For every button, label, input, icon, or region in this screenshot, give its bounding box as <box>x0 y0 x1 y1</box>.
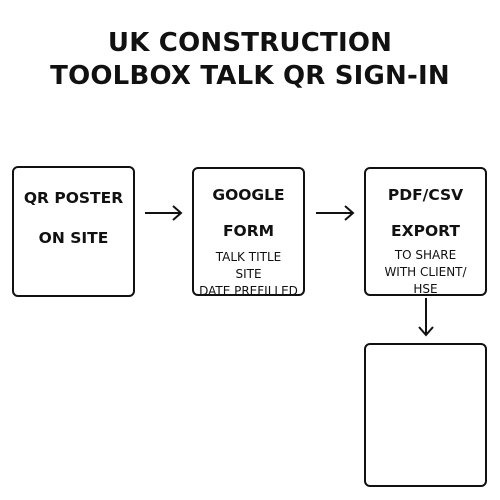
diagram-title: UK CONSTRUCTION TOOLBOX TALK QR SIGN-IN <box>0 27 500 93</box>
arrow-qr-to-form <box>145 205 183 221</box>
title-line-1: UK CONSTRUCTION <box>107 28 393 58</box>
qr-poster-heading-1: QR POSTER <box>23 189 124 207</box>
qr-poster-heading-2: ON SITE <box>38 229 109 247</box>
google-form-node: GOOGLE FORM TALK TITLE SITE DATE PREFILL… <box>192 167 305 298</box>
export-node: PDF/CSV EXPORT TO SHARE WITH CLIENT/ HSE <box>364 167 487 296</box>
export-details: TO SHARE WITH CLIENT/ HSE <box>366 247 485 298</box>
export-detail-1: TO SHARE <box>394 248 457 262</box>
google-form-heading-2: FORM <box>222 222 275 240</box>
qr-poster-node: QR POSTER ON SITE <box>12 166 135 297</box>
google-form-heading-1: GOOGLE <box>212 186 285 204</box>
export-heading-2: EXPORT <box>391 222 460 240</box>
arrow-form-to-export <box>316 205 355 221</box>
google-form-details: TALK TITLE SITE DATE PREFILLED <box>194 249 303 300</box>
empty-node <box>364 343 487 487</box>
export-detail-3: HSE <box>413 282 438 296</box>
google-form-detail-date: DATE PREFILLED <box>199 284 298 298</box>
google-form-detail-talk-title: TALK TITLE <box>215 250 282 264</box>
export-heading-1: PDF/CSV <box>387 186 464 204</box>
google-form-detail-site: SITE <box>235 267 262 281</box>
arrow-export-down <box>418 298 434 337</box>
title-line-2: TOOLBOX TALK QR SIGN-IN <box>50 61 450 91</box>
export-detail-2: WITH CLIENT/ <box>384 265 467 279</box>
